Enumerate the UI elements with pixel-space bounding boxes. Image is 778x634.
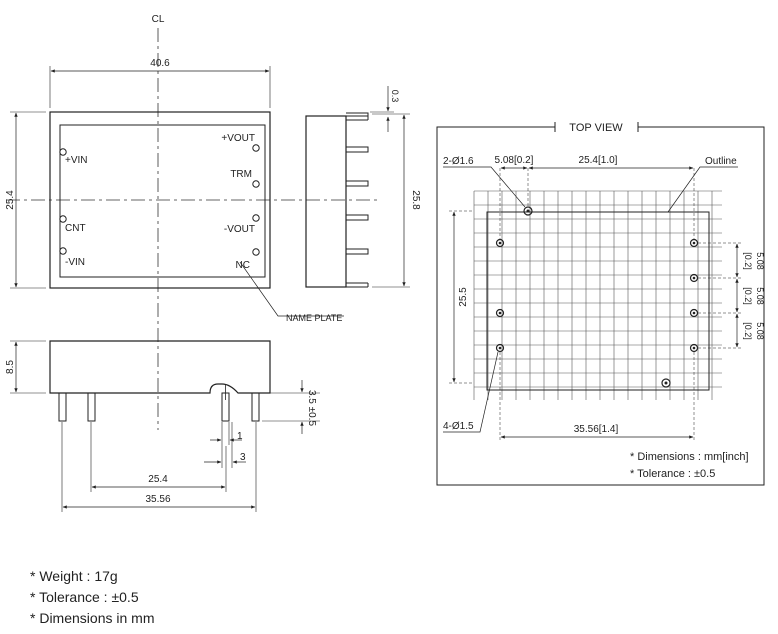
front-case: [49, 111, 271, 289]
pin-marker-vout-pos: [252, 144, 260, 152]
dim-right-mm-2: 5.08: [755, 287, 765, 305]
mount-hole-1: [523, 206, 533, 216]
top-view-panel: TOP VIEW 5.08[0.2] 25.4[1.0] 2-Ø1.6: [436, 122, 765, 486]
dim-top-b: 25.4[1.0]: [579, 155, 618, 166]
topview-note-tolerance: * Tolerance : ±0.5: [630, 468, 715, 480]
dim-left-value: 25.5: [458, 287, 469, 307]
dim-right-in-1: [0.2]: [743, 252, 753, 270]
dim-right-in-2: [0.2]: [743, 287, 753, 305]
hole-large-label: 2-Ø1.6: [443, 156, 474, 167]
centerline-symbol: CL: [152, 14, 165, 25]
bottom-view: 8.5 3.5 ±0.5 1 3 25.4 35.56: [5, 340, 320, 512]
bottom-pin-1: [58, 392, 67, 422]
pin-marker-cnt: [59, 215, 67, 223]
pin-label-vin-pos: +VIN: [65, 155, 88, 166]
top-view-frame: [436, 126, 765, 486]
pin-length-value: 3.5 ±0.5: [306, 390, 317, 427]
nameplate-leader: [239, 261, 344, 317]
pin-width-value: 1: [237, 431, 243, 442]
body-height-value: 8.5: [5, 360, 16, 374]
pin-hole-left-3: [495, 343, 505, 353]
pin-hole-right-3: [689, 308, 699, 318]
front-inner-plate: [59, 124, 266, 278]
pin-marker-vin-pos: [59, 148, 67, 156]
pin-label-vin-neg: -VIN: [65, 257, 85, 268]
pcb-grid: [473, 190, 722, 400]
pin-marker-nc: [252, 248, 260, 256]
mount-hole-2: [661, 378, 671, 388]
bottom-pin-2: [87, 392, 96, 422]
side-height-value: 25.8: [410, 190, 421, 210]
note-weight: * Weight : 17g: [30, 568, 118, 584]
side-view: 25.8 0.3: [305, 86, 421, 288]
nameplate-label: NAME PLATE: [286, 313, 342, 323]
note-tolerance: * Tolerance : ±0.5: [30, 589, 139, 605]
span-value: 35.56: [145, 494, 170, 505]
bottom-case: [49, 340, 271, 394]
topview-note-dimensions: * Dimensions : mm[inch]: [630, 451, 749, 463]
pitch-value: 25.4: [148, 474, 168, 485]
general-notes: * Weight : 17g * Tolerance : ±0.5 * Dime…: [30, 566, 154, 629]
dim-right-in-3: [0.2]: [743, 322, 753, 340]
top-view-title: TOP VIEW: [569, 122, 623, 134]
bottom-pin-4: [251, 392, 260, 422]
pin-label-vout-neg: -VOUT: [224, 224, 255, 235]
height-value: 25.4: [5, 190, 16, 210]
dim-right-mm-3: 5.08: [755, 322, 765, 340]
pin-marker-vout-neg: [252, 214, 260, 222]
side-offset-value: 0.3: [390, 90, 400, 103]
pin-hole-right-4: [689, 343, 699, 353]
note-dimensions: * Dimensions in mm: [30, 610, 155, 626]
dim-bottom-value: 35.56[1.4]: [574, 424, 619, 435]
pin-hole-right-2: [689, 273, 699, 283]
pin-marker-vin-neg: [59, 247, 67, 255]
outline-label: Outline: [705, 156, 737, 167]
pin-offset-value: 3: [240, 452, 246, 463]
dim-right-mm-1: 5.08: [755, 252, 765, 270]
hole-small-label: 4-Ø1.5: [443, 421, 474, 432]
pin-label-vout-pos: +VOUT: [221, 133, 255, 144]
width-value: 40.6: [150, 58, 170, 69]
pin-label-trm: TRM: [230, 169, 252, 180]
dim-top-a: 5.08[0.2]: [495, 155, 534, 166]
pin-label-cnt: CNT: [65, 223, 86, 234]
outline-rect: [486, 211, 710, 391]
pin-hole-left-2: [495, 308, 505, 318]
pin-marker-trm: [252, 180, 260, 188]
front-view: +VIN CNT -VIN +VOUT TRM -VOUT NC 40.6 25…: [5, 58, 271, 289]
side-case: [305, 115, 347, 288]
